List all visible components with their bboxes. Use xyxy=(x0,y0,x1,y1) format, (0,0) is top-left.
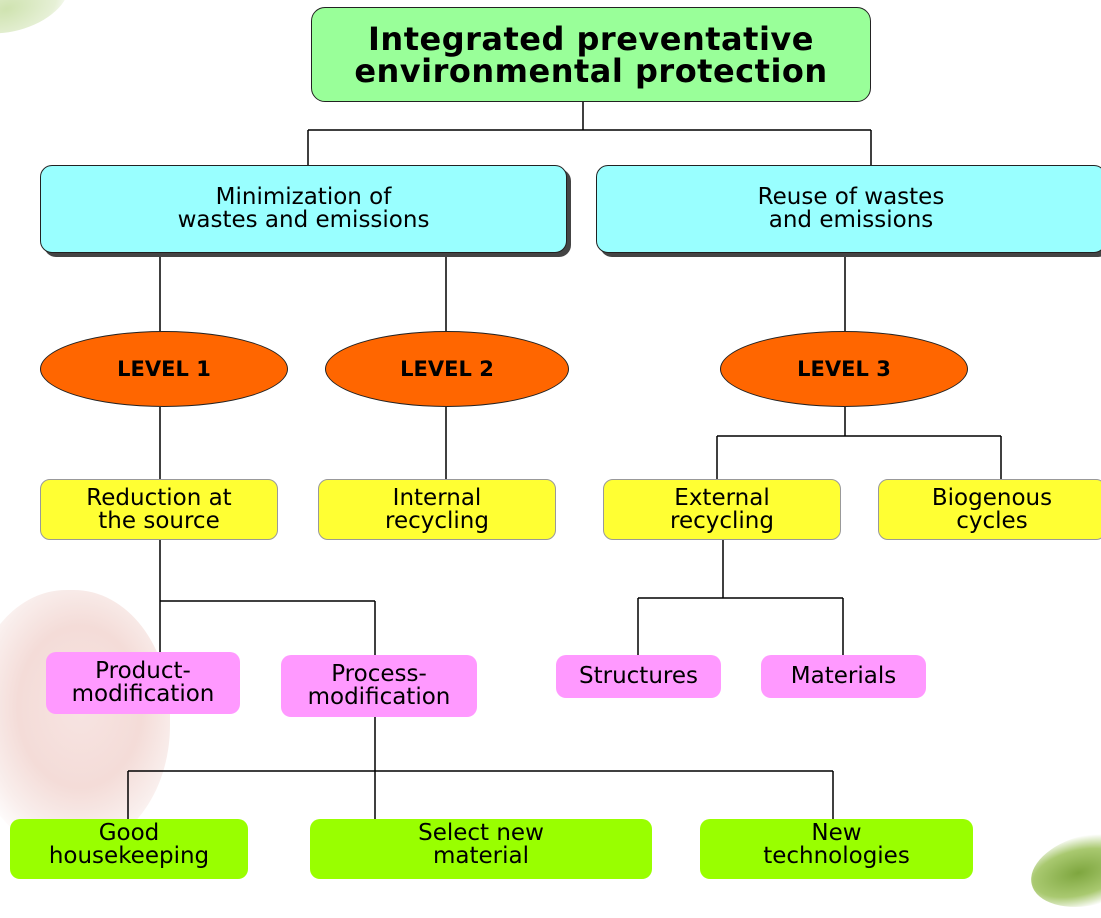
process-modification-node: Process- modification xyxy=(281,655,477,717)
level-3-label: LEVEL 3 xyxy=(797,356,891,381)
good-housekeeping-label: Good housekeeping xyxy=(48,820,210,869)
materials-node: Materials xyxy=(761,655,926,698)
structures-label: Structures xyxy=(579,663,698,689)
level-2-label: LEVEL 2 xyxy=(400,356,494,381)
reuse-node: Reuse of wastes and emissions xyxy=(596,165,1101,253)
internal-recycling-label: Internal recycling xyxy=(385,484,489,534)
biogenous-cycles-node: Biogenous cycles xyxy=(878,479,1101,540)
minimization-node: Minimization of wastes and emissions xyxy=(40,165,567,253)
reuse-label: Reuse of wastes and emissions xyxy=(757,184,945,233)
root-node-label: Integrated preventative environmental pr… xyxy=(354,19,828,90)
reduction-label: Reduction at the source xyxy=(86,484,232,534)
level-3-node: LEVEL 3 xyxy=(720,331,968,407)
new-technologies-node: New technologies xyxy=(700,819,973,879)
level-1-label: LEVEL 1 xyxy=(117,356,211,381)
level-2-node: LEVEL 2 xyxy=(325,331,569,407)
new-technologies-label: New technologies xyxy=(763,820,910,869)
minimization-label: Minimization of wastes and emissions xyxy=(177,184,430,233)
select-new-material-label: Select new material xyxy=(418,820,544,869)
internal-recycling-node: Internal recycling xyxy=(318,479,556,540)
good-housekeeping-node: Good housekeeping xyxy=(10,819,248,879)
materials-label: Materials xyxy=(790,663,897,689)
select-new-material-node: Select new material xyxy=(310,819,652,879)
connector-lines xyxy=(127,102,1002,819)
external-recycling-node: External recycling xyxy=(603,479,841,540)
process-modification-label: Process- modification xyxy=(307,661,451,710)
level-1-node: LEVEL 1 xyxy=(40,331,288,407)
reduction-node: Reduction at the source xyxy=(40,479,278,540)
product-modification-node: Product- modification xyxy=(46,652,240,714)
product-modification-label: Product- modification xyxy=(71,658,215,707)
structures-node: Structures xyxy=(556,655,721,698)
external-recycling-label: External recycling xyxy=(670,484,774,534)
background-hand-decoration xyxy=(0,590,170,850)
root-node: Integrated preventative environmental pr… xyxy=(311,7,871,102)
biogenous-cycles-label: Biogenous cycles xyxy=(931,484,1053,534)
